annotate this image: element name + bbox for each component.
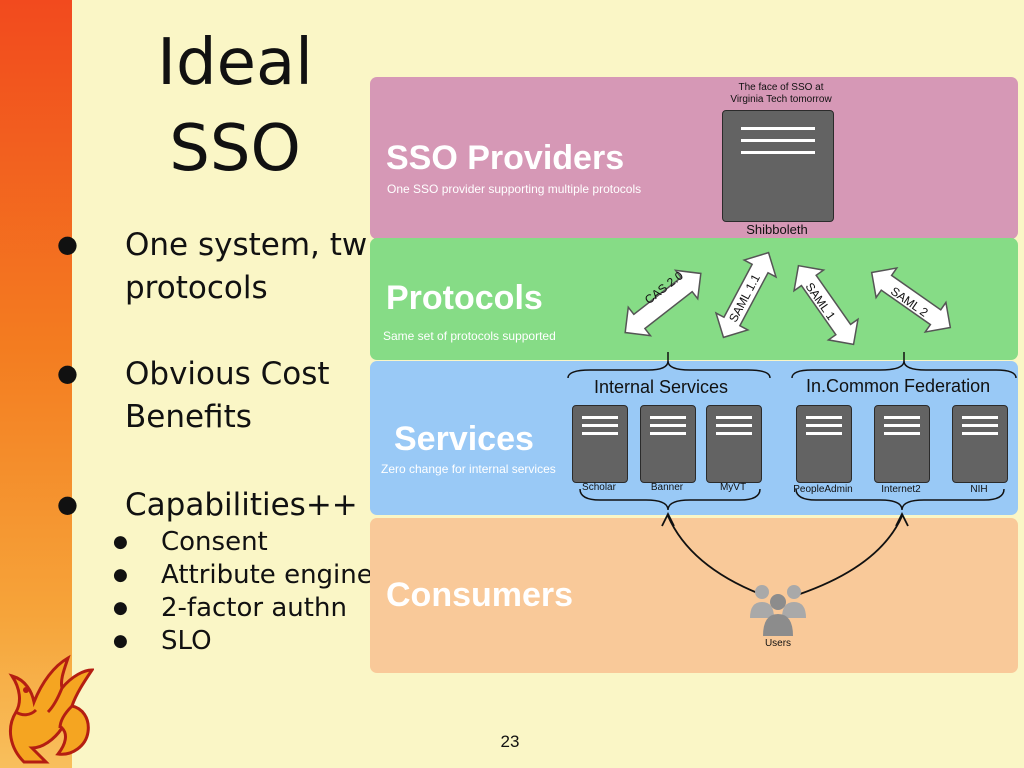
federation-brace-bottom xyxy=(795,488,1005,511)
peopleadmin-label: PeopleAdmin xyxy=(793,484,853,495)
banner-server-icon xyxy=(640,405,696,483)
bullet-cost-benefits: ● Obvious Cost Benefits xyxy=(57,353,330,439)
bullet-text-line1: Capabilities++ xyxy=(125,487,358,523)
nih-server-icon xyxy=(952,405,1008,483)
bullet-dot-icon: ● xyxy=(57,230,78,258)
sub-bullet-consent: ● Consent xyxy=(113,526,268,559)
sub-bullet-text: Consent xyxy=(161,527,268,557)
sub-bullet-text: SLO xyxy=(161,626,212,656)
peopleadmin-server-icon xyxy=(796,405,852,483)
providers-note: The face of SSO at Virginia Tech tomorro… xyxy=(700,82,862,106)
protocol-to-services-connector xyxy=(667,352,905,361)
users-icon xyxy=(750,585,806,636)
sso-providers-band xyxy=(370,77,1018,239)
users-to-internal-arrow xyxy=(667,515,761,595)
shibboleth-label: Shibboleth xyxy=(746,222,808,237)
providers-heading: SSO Providers xyxy=(386,139,625,177)
providers-note-line2: Virginia Tech tomorrow xyxy=(730,94,832,105)
internal-services-brace xyxy=(567,360,771,379)
bullet-text-line1: One system, tw xyxy=(125,227,368,263)
protocol-arrow-saml1 xyxy=(792,264,860,346)
services-heading: Services xyxy=(394,420,534,458)
myvt-label: MyVT xyxy=(719,482,747,493)
banner-label: Banner xyxy=(650,482,684,493)
federation-label: In.Common Federation xyxy=(806,376,991,396)
protocols-heading: Protocols xyxy=(386,279,543,317)
sub-bullet-2-factor: ● 2-factor authn xyxy=(113,592,347,625)
internal-services-label: Internal Services xyxy=(594,377,729,397)
protocols-subtitle: Same set of protocols supported xyxy=(383,329,556,343)
sub-bullet-text: Attribute engine xyxy=(161,560,373,590)
bullet-text-line2: protocols xyxy=(125,270,268,306)
bullet-one-system: ● One system, tw protocols xyxy=(57,224,368,310)
bullet-dot-icon: ● xyxy=(57,359,78,387)
sub-bullet-dot-icon: ● xyxy=(113,532,128,552)
slide-title: Ideal SSO xyxy=(150,20,320,192)
bullet-text-line1: Obvious Cost xyxy=(125,356,330,392)
services-subtitle: Zero change for internal services xyxy=(381,462,556,476)
sidebar-gradient xyxy=(0,0,72,768)
users-label: Users xyxy=(764,638,792,649)
griffin-logo-icon xyxy=(8,654,94,764)
nih-label: NIH xyxy=(970,484,988,495)
internet2-label: Internet2 xyxy=(881,484,921,495)
users-to-federation-arrow xyxy=(799,515,903,595)
sub-bullet-slo: ● SLO xyxy=(113,625,212,658)
sub-bullet-dot-icon: ● xyxy=(113,565,128,585)
title-line-2: SSO xyxy=(169,112,301,186)
consumers-heading: Consumers xyxy=(386,576,574,614)
internal-services-brace-bottom xyxy=(579,488,761,511)
sub-bullet-attribute-engine: ● Attribute engine xyxy=(113,559,373,592)
protocol-arrow-saml11 xyxy=(714,251,778,339)
bullet-dot-icon: ● xyxy=(57,490,78,518)
scholar-label: Scholar xyxy=(582,482,616,493)
page-number: 23 xyxy=(500,732,520,751)
sub-bullet-dot-icon: ● xyxy=(113,631,128,651)
title-line-1: Ideal xyxy=(157,26,313,100)
providers-note-line1: The face of SSO at xyxy=(738,82,824,93)
sub-bullet-dot-icon: ● xyxy=(113,598,128,618)
shibboleth-server-icon xyxy=(722,110,834,222)
internet2-server-icon xyxy=(874,405,930,483)
providers-subtitle: One SSO provider supporting multiple pro… xyxy=(387,182,642,196)
scholar-server-icon xyxy=(572,405,628,483)
protocol-arrow-cas xyxy=(624,269,702,337)
protocol-arrow-saml2 xyxy=(870,266,952,334)
consumers-band xyxy=(370,518,1018,673)
bullet-capabilities: ● Capabilities++ xyxy=(57,484,358,527)
sub-bullet-text: 2-factor authn xyxy=(161,593,347,623)
myvt-server-icon xyxy=(706,405,762,483)
bullet-text-line2: Benefits xyxy=(125,399,252,435)
